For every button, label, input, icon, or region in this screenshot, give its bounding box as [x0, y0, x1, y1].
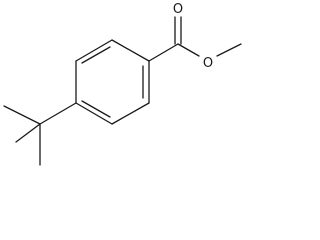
ring-double-bond-inner	[81, 46, 111, 64]
ring-bond	[75, 39, 113, 62]
ring-bond	[75, 102, 113, 125]
methyl-bond-right	[15, 123, 41, 143]
chemical-structure: O O	[3, 2, 242, 166]
benzene-ring	[75, 39, 150, 125]
ring-bond	[111, 102, 150, 125]
ester-group: O O	[148, 2, 242, 71]
ring-bond	[111, 39, 150, 62]
methyl-bond-left	[3, 105, 41, 125]
ester-oxygen-to-methyl-bond	[216, 43, 242, 57]
ring-to-quaternary-carbon-bond	[39, 102, 77, 125]
carbonyl-oxygen-label: O	[173, 2, 183, 17]
carbonyl-to-ester-oxygen-bond	[177, 43, 200, 57]
ester-oxygen-label: O	[203, 56, 213, 71]
ring-to-carbonyl-bond	[148, 43, 179, 62]
tert-butyl-group	[3, 102, 77, 166]
ring-double-bond-inner	[81, 100, 111, 118]
